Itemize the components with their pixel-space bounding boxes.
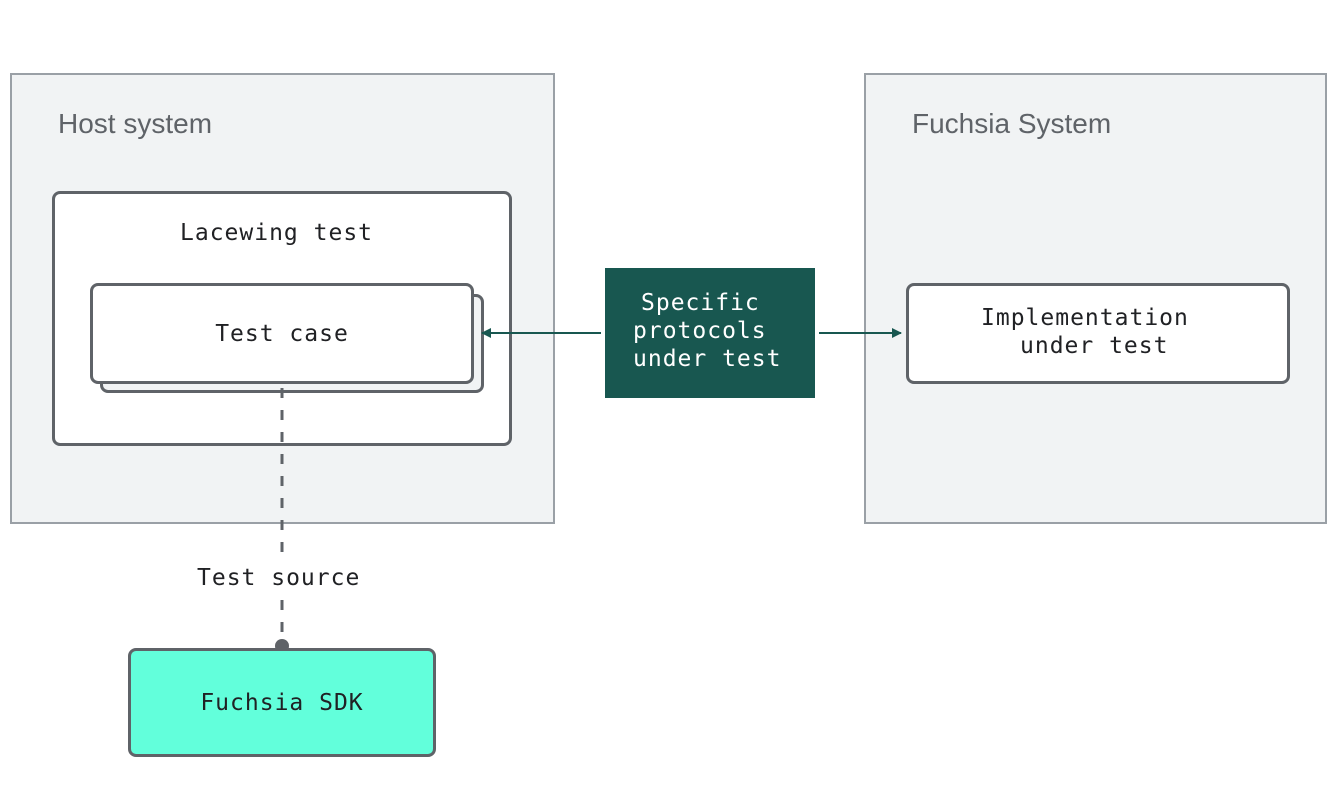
protocols-label-line1: Specific bbox=[641, 290, 760, 316]
implementation-label-line2: under test bbox=[1020, 333, 1169, 359]
fuchsia-sdk-label: Fuchsia SDK bbox=[200, 689, 364, 716]
protocols-label-line2: protocols bbox=[633, 318, 767, 344]
test-case-label: Test case bbox=[215, 320, 349, 347]
implementation-box bbox=[906, 283, 1290, 384]
protocols-label-line3: under test bbox=[633, 346, 782, 372]
protocols-box bbox=[605, 268, 815, 398]
fuchsia-sdk-box: Fuchsia SDK bbox=[128, 648, 436, 757]
implementation-label-line1: Implementation bbox=[981, 305, 1189, 331]
lacewing-test-label: Lacewing test bbox=[180, 220, 374, 246]
host-system-title: Host system bbox=[58, 108, 213, 139]
test-case-box: Test case bbox=[90, 283, 474, 384]
fuchsia-system-title: Fuchsia System bbox=[912, 108, 1112, 139]
test-source-label: Test source bbox=[197, 565, 361, 591]
protocols-label: Specific protocols under test bbox=[605, 268, 815, 398]
